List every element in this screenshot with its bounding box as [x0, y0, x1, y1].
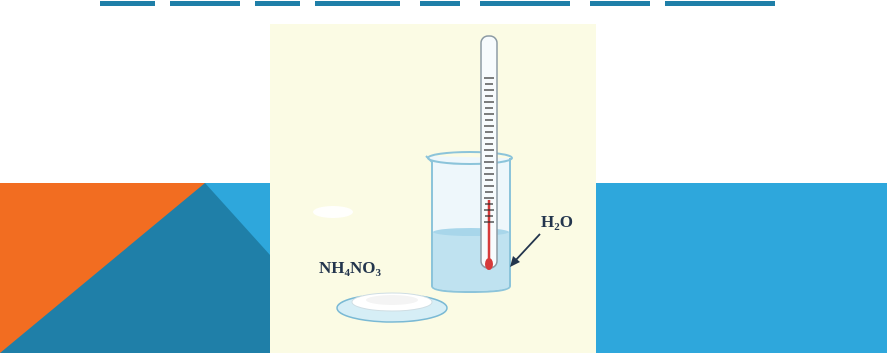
thermometer: [480, 35, 498, 270]
right-blue-band: [596, 183, 887, 353]
water-formula-label: H2O: [541, 212, 573, 233]
beaker: [425, 151, 513, 294]
water-formula-subscript: 2: [554, 221, 560, 233]
water-label-arrow: [510, 233, 541, 267]
beaker-rim: [427, 151, 513, 165]
thermometer-scale: [484, 77, 494, 223]
water-formula-o: O: [559, 212, 573, 231]
ammonium-nitrate-label: NH4NO3: [319, 258, 381, 279]
cut-off-title-letters: [100, 1, 775, 6]
water-formula-h: H: [541, 212, 555, 231]
white-blur-spot: [313, 206, 353, 218]
salt-formula-nh: NH: [319, 258, 345, 277]
salt-formula-subscript-4: 4: [344, 267, 351, 279]
thermometer-bulb: [485, 258, 493, 270]
powder-highlight: [366, 295, 418, 305]
salt-formula-no: NO: [350, 258, 376, 277]
top-title-strip: [90, 0, 810, 12]
salt-formula-subscript-3: 3: [375, 267, 382, 279]
orange-triangle: [0, 183, 205, 353]
